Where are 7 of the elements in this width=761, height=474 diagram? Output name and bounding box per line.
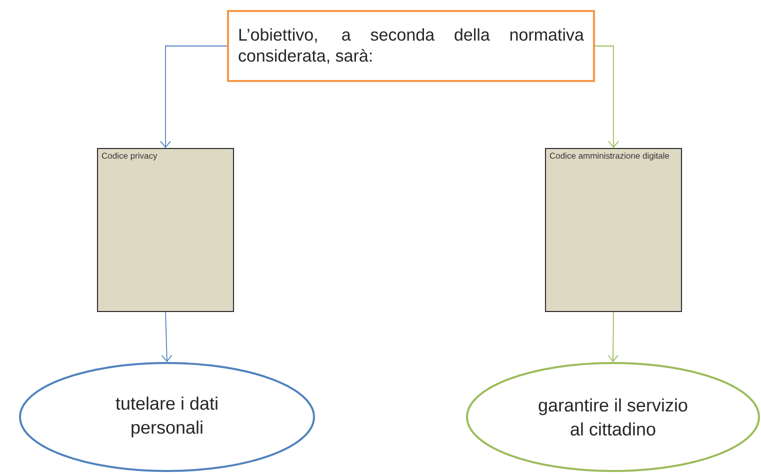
document-box: Codice amministrazione digitale: [545, 148, 682, 312]
heading-box: L’obiettivo, a seconda della normativa considerata, sarà:: [227, 10, 595, 82]
arrow: [594, 46, 619, 148]
arrow: [160, 46, 228, 148]
document-box: Codice privacy: [97, 148, 234, 312]
arrow: [608, 312, 619, 362]
arrow: [161, 312, 172, 362]
